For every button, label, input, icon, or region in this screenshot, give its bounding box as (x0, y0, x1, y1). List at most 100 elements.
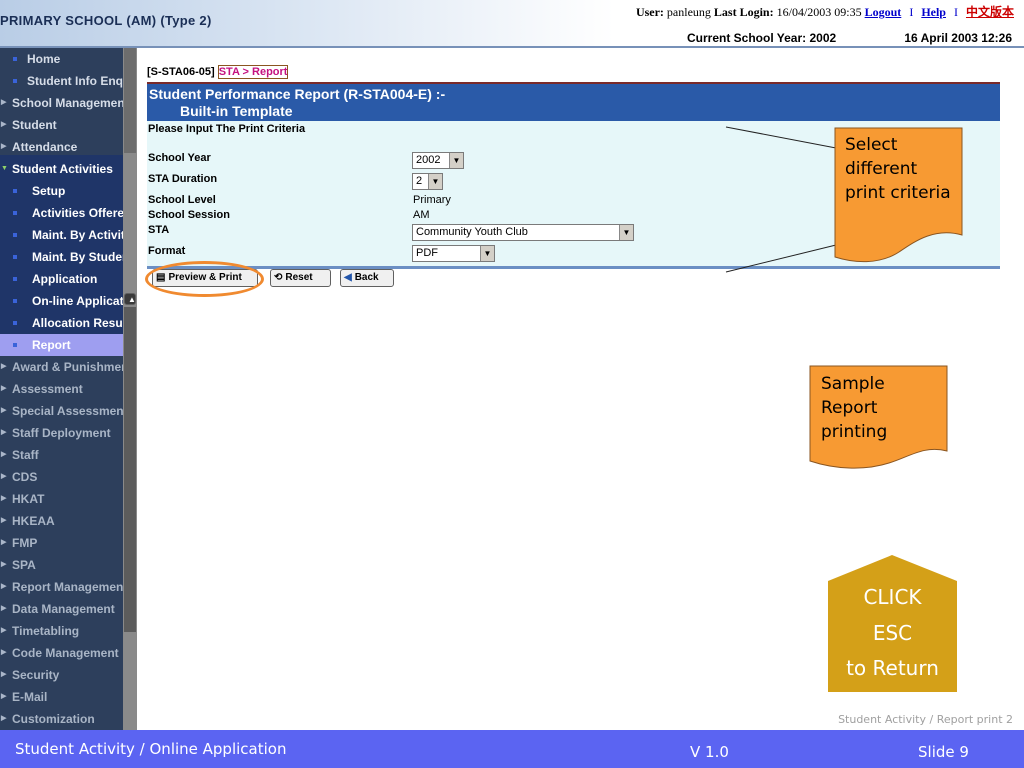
sta-duration-label: STA Duration (148, 173, 218, 185)
scrollbar-track-upper (124, 48, 136, 153)
sidebar-item-cds[interactable]: ▶CDS (0, 466, 123, 488)
sidebar-item-fmp[interactable]: ▶FMP (0, 532, 123, 554)
app-header: PRIMARY SCHOOL (AM) (Type 2) User: panle… (0, 0, 1024, 46)
triangle-right-icon: ▶ (1, 539, 7, 546)
sidebar-item-staff[interactable]: ▶Staff (0, 444, 123, 466)
chevron-down-icon: ▼ (449, 153, 463, 168)
school-level-value: Primary (413, 194, 451, 206)
help-link[interactable]: Help (921, 5, 946, 19)
sidebar-item-security[interactable]: ▶Security (0, 664, 123, 686)
sidebar-item-award-punishment[interactable]: ▶Award & Punishment (0, 356, 123, 378)
chinese-version-link[interactable]: 中文版本 (965, 5, 1014, 19)
sidebar-item-data-management[interactable]: ▶Data Management (0, 598, 123, 620)
bullet-icon (13, 255, 17, 259)
sidebar-item-customization[interactable]: ▶Customization (0, 708, 123, 730)
user-name: panleung (666, 5, 711, 19)
school-name: PRIMARY SCHOOL (AM) (Type 2) (0, 13, 212, 28)
triangle-right-icon: ▶ (1, 561, 7, 568)
school-session-value: AM (413, 209, 430, 221)
sidebar-item-student-info-enquiry[interactable]: Student Info Enquiry (0, 70, 123, 92)
bullet-icon (13, 321, 17, 325)
sidebar-item-allocation-result[interactable]: Allocation Result (0, 312, 123, 334)
sta-select[interactable]: Community Youth Club ▼ (412, 224, 634, 241)
school-year-select[interactable]: 2002 ▼ (412, 152, 464, 169)
bullet-icon (13, 57, 17, 61)
sta-label: STA (148, 224, 170, 236)
sidebar-item-application[interactable]: Application (0, 268, 123, 290)
header-divider (0, 46, 1024, 48)
scrollbar-thumb[interactable] (124, 307, 136, 632)
footer-slide-number: Slide 9 (918, 743, 969, 761)
triangle-right-icon: ▶ (1, 407, 7, 414)
back-button[interactable]: ◀Back (340, 269, 394, 287)
triangle-right-icon: ▶ (1, 605, 7, 612)
sidebar-item-spa[interactable]: ▶SPA (0, 554, 123, 576)
sidebar-item-school-management[interactable]: ▶School Management (0, 92, 123, 114)
separator: I (909, 5, 914, 19)
sidebar-item-special-assessment[interactable]: ▶Special Assessment (0, 400, 123, 422)
bullet-icon (13, 189, 17, 193)
sidebar-item-online-application[interactable]: On-line Application (0, 290, 123, 312)
preview-print-highlight (145, 261, 264, 297)
triangle-right-icon: ▶ (1, 99, 7, 106)
sidebar-item-activities-offered[interactable]: Activities Offered (0, 202, 123, 224)
triangle-right-icon: ▶ (1, 385, 7, 392)
last-login-value: 16/04/2003 09:35 (776, 5, 862, 19)
report-subtitle: Built-in Template (180, 103, 293, 119)
scroll-up-arrow-icon[interactable]: ▲ (124, 293, 136, 305)
footer-version: V 1.0 (690, 743, 729, 761)
current-datetime: 16 April 2003 12:26 (904, 31, 1012, 45)
sidebar-item-staff-deployment[interactable]: ▶Staff Deployment (0, 422, 123, 444)
leader-line (725, 126, 837, 149)
reset-button[interactable]: ⟲Reset (270, 269, 331, 287)
bullet-icon (13, 233, 17, 237)
school-session-label: School Session (148, 209, 230, 221)
sta-duration-select[interactable]: 2 ▼ (412, 173, 443, 190)
sidebar-item-maint-by-activity[interactable]: Maint. By Activity (0, 224, 123, 246)
form-bottom-rule (147, 266, 1000, 269)
sidebar-item-assessment[interactable]: ▶Assessment (0, 378, 123, 400)
sidebar-scrollbar[interactable]: ▲ (123, 48, 137, 730)
sidebar-item-report[interactable]: Report (0, 334, 123, 356)
current-school-year: Current School Year: 2002 (687, 31, 837, 45)
triangle-right-icon: ▶ (1, 121, 7, 128)
triangle-right-icon: ▶ (1, 715, 7, 722)
logout-link[interactable]: Logout (864, 5, 902, 19)
breadcrumb-path[interactable]: STA > Report (217, 65, 289, 79)
sidebar-item-setup[interactable]: Setup (0, 180, 123, 202)
slide-footer: Student Activity / Online Application V … (0, 730, 1024, 768)
triangle-right-icon: ▶ (1, 693, 7, 700)
triangle-right-icon: ▶ (1, 583, 7, 590)
report-title-bar: Student Performance Report (R-STA004-E) … (147, 84, 1000, 121)
sidebar-item-home[interactable]: Home (0, 48, 123, 70)
sidebar-item-timetabling[interactable]: ▶Timetabling (0, 620, 123, 642)
format-label: Format (148, 245, 186, 257)
chevron-down-icon: ▼ (428, 174, 442, 189)
sidebar-item-hkeaa[interactable]: ▶HKEAA (0, 510, 123, 532)
sidebar-item-student-activities[interactable]: ▼Student Activities (0, 158, 123, 180)
triangle-right-icon: ▶ (1, 473, 7, 480)
instruction-text: Please Input The Print Criteria (148, 123, 306, 135)
sidebar-item-student[interactable]: ▶Student (0, 114, 123, 136)
triangle-right-icon: ▶ (1, 627, 7, 634)
bullet-icon (13, 211, 17, 215)
criteria-callout-text: Select different print criteria (845, 135, 951, 203)
sample-callout-text: Sample Report printing (821, 374, 888, 442)
school-level-label: School Level (148, 194, 216, 206)
bullet-icon (13, 79, 17, 83)
format-select[interactable]: PDF ▼ (412, 245, 495, 262)
sidebar-item-hkat[interactable]: ▶HKAT (0, 488, 123, 510)
pentagon-shape (828, 555, 957, 692)
sidebar-item-attendance[interactable]: ▶Attendance (0, 136, 123, 158)
esc-return-button[interactable]: CLICK ESC to Return (828, 555, 957, 692)
separator: I (953, 5, 958, 19)
triangle-right-icon: ▶ (1, 143, 7, 150)
sidebar-item-report-management[interactable]: ▶Report Management (0, 576, 123, 598)
sidebar-item-email[interactable]: ▶E-Mail (0, 686, 123, 708)
sidebar-item-code-management[interactable]: ▶Code Management (0, 642, 123, 664)
user-info-bar: User: panleung Last Login: 16/04/2003 09… (636, 3, 1014, 20)
bullet-icon (13, 277, 17, 281)
sidebar-item-maint-by-student[interactable]: Maint. By Student (0, 246, 123, 268)
